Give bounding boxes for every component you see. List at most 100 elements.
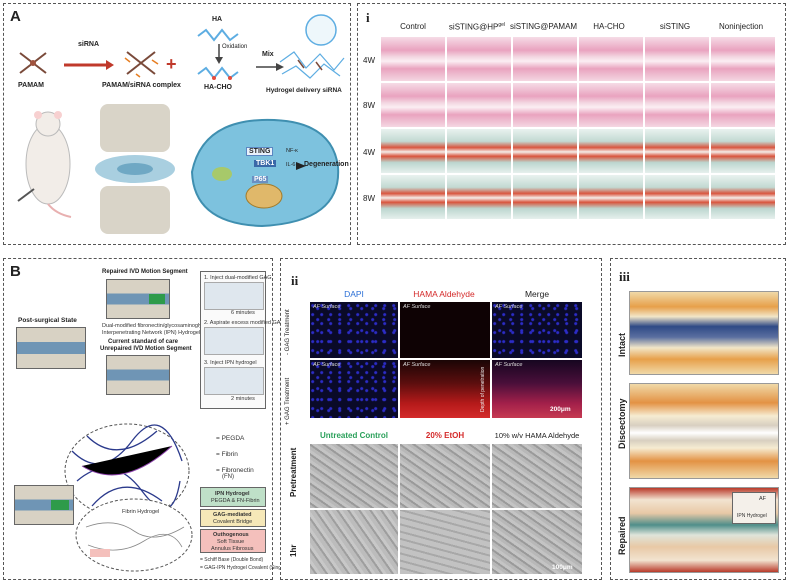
- hama-plus-gag: AF Surface Depth of penetration: [399, 359, 491, 419]
- he-4w-sisting: [644, 36, 710, 82]
- ipn-layer-box: IPN Hydrogel PEGDA & FN-Fibrin: [200, 487, 266, 507]
- saf-4w-sisting-hp: [446, 128, 512, 174]
- fibrin-hydrogel-label: Fibrin Hydrogel: [122, 509, 160, 515]
- cells-control-1hr: [309, 509, 399, 575]
- col-header-control: Control: [400, 22, 426, 31]
- gag-layer-box: GAG-mediated Covalent Bridge: [200, 509, 266, 527]
- saf-4w-noninjection: [710, 128, 776, 174]
- legend-fn: (FN): [222, 474, 234, 480]
- saf-4w-control: [380, 128, 446, 174]
- inset-ipn-label: IPN Hydrogel: [737, 513, 767, 519]
- col-header-ha-cho: HA-CHO: [593, 22, 625, 31]
- post-surgical-disc: [16, 327, 86, 369]
- header-20-etoh: 20% EtOH: [425, 431, 465, 440]
- step-2-image: [204, 327, 264, 355]
- legend-pegda: = PEGDA: [216, 435, 245, 442]
- legend-gag-ipn: = GAG-IPN Hydrogel Covalent (Single Bond…: [200, 565, 300, 571]
- plus-sign: +: [166, 54, 177, 74]
- col-header-sisting: siSTING: [659, 22, 691, 31]
- row-label-8w-saf: 8W: [363, 194, 375, 203]
- complex-label: PAMAM/siRNA complex: [102, 82, 181, 89]
- legend-fibrin: = Fibrin: [216, 451, 238, 458]
- p65-label: P65: [252, 176, 269, 183]
- network-zoom-icon: [64, 423, 190, 519]
- ha-cho-label: HA-CHO: [204, 84, 232, 91]
- he-4w-ha-cho: [578, 36, 644, 82]
- legend-schiff: = Schiff Base (Double Bond): [200, 557, 264, 563]
- he-8w-sisting: [644, 82, 710, 128]
- saf-4w-sisting-pamam: [512, 128, 578, 174]
- hydrogel-label: Hydrogel delivery siRNA: [266, 87, 342, 94]
- step-1-label: 1. Inject dual-modified GAG: [204, 275, 272, 281]
- merge-minus-gag: AF Surface: [491, 301, 583, 359]
- rat-illustration-icon: [17, 111, 72, 218]
- dapi-plus-gag: AF Surface: [309, 359, 399, 419]
- step-1-image: [204, 282, 264, 310]
- cells-etoh-pre: [399, 443, 491, 509]
- scale-bar-100: 100μm: [552, 564, 573, 571]
- saf-8w-ha-cho: [578, 174, 644, 220]
- he-4w-sisting-pamam: [512, 36, 578, 82]
- row-label-1hr: 1hr: [289, 544, 298, 557]
- step-2-label: 2. Aspirate excess modified GAG: [204, 320, 285, 326]
- hama-minus-gag: AF Surface: [399, 301, 491, 359]
- scale-bar-200: 200μm: [550, 406, 571, 413]
- he-8w-noninjection: [710, 82, 776, 128]
- header-10-hama: 10% w/v HAMA Aldehyde: [494, 431, 580, 440]
- image-intact: [629, 291, 779, 375]
- merge-plus-gag: AF Surface 200μm: [491, 359, 583, 419]
- arrow-down-icon: [215, 44, 223, 64]
- lower-disc: [14, 485, 74, 525]
- arrow-right-icon: [64, 60, 114, 70]
- panel-iii-label: iii: [619, 269, 630, 284]
- row-label-8w-he: 8W: [363, 101, 375, 110]
- saf-4w-ha-cho: [578, 128, 644, 174]
- unrepaired-disc: [106, 355, 170, 395]
- saf-8w-sisting: [644, 174, 710, 220]
- ha-cho-chain-icon: [197, 66, 239, 80]
- sting-label: STING: [246, 147, 274, 156]
- header-hama-aldehyde: HAMA Aldehyde: [413, 289, 475, 299]
- oxidation-label: Oxidation: [222, 44, 248, 50]
- header-untreated-control: Untreated Control: [320, 431, 388, 440]
- arrow-degeneration-icon: [296, 162, 306, 170]
- he-4w-noninjection: [710, 36, 776, 82]
- col-header-sisting-hp: siSTING@HPgel: [448, 22, 506, 32]
- he-8w-sisting-hp: [446, 82, 512, 128]
- panel-i: i Control siSTING@HPgel siSTING@PAMAM HA…: [357, 3, 786, 245]
- row-label-4w-saf: 4W: [363, 148, 375, 157]
- disc-illustration-icon: [95, 104, 175, 234]
- label-intact: Intact: [617, 332, 627, 357]
- pamam-label: PAMAM: [18, 82, 44, 89]
- image-repaired: AF IPN Hydrogel: [629, 487, 779, 573]
- he-4w-control: [380, 36, 446, 82]
- legend-fibronectin: = Fibronectin: [216, 467, 254, 474]
- current-standard-label: Current standard of care: [108, 339, 179, 345]
- post-surgical-label: Post-surgical State: [18, 317, 77, 324]
- degeneration-label: Degeneration: [304, 161, 349, 168]
- cells-etoh-1hr: [399, 509, 491, 575]
- panel-a: A PAMAM siRNA PAMAM/siRNA complex + HA O…: [3, 3, 351, 245]
- pamam-molecule-icon: [19, 52, 47, 74]
- mix-label: Mix: [262, 51, 274, 58]
- step-3-image: [204, 367, 264, 395]
- saf-8w-control: [380, 174, 446, 220]
- panel-ii-label: ii: [291, 273, 299, 288]
- panel-iii: iii Intact Discectomy Repaired AF IPN Hy…: [610, 258, 786, 580]
- panel-a-label: A: [10, 8, 21, 25]
- ha-chain-icon: [197, 28, 239, 42]
- panel-b-label: B: [10, 263, 21, 280]
- row-label-pretreatment: Pretreatment: [289, 447, 298, 497]
- sirna-label: siRNA: [78, 41, 100, 48]
- legend-ipn: Interpenetrating Network (IPN) Hydrogel: [102, 330, 201, 336]
- he-4w-sisting-hp: [446, 36, 512, 82]
- nfkb-label: NF-κ: [286, 148, 298, 154]
- legend-dual-modified: Dual-modified fibronectin/glycosaminogly…: [102, 323, 229, 329]
- depth-penetration-label: Depth of penetration: [480, 366, 486, 412]
- label-discectomy: Discectomy: [617, 398, 627, 449]
- panel-i-label: i: [366, 10, 370, 25]
- bond-zoom-icon: [75, 498, 193, 572]
- cells-hama-pre: [491, 443, 583, 509]
- repaired-segment-label: Repaired IVD Motion Segment: [102, 269, 188, 275]
- ipn-hydrogel-plug: [149, 294, 165, 304]
